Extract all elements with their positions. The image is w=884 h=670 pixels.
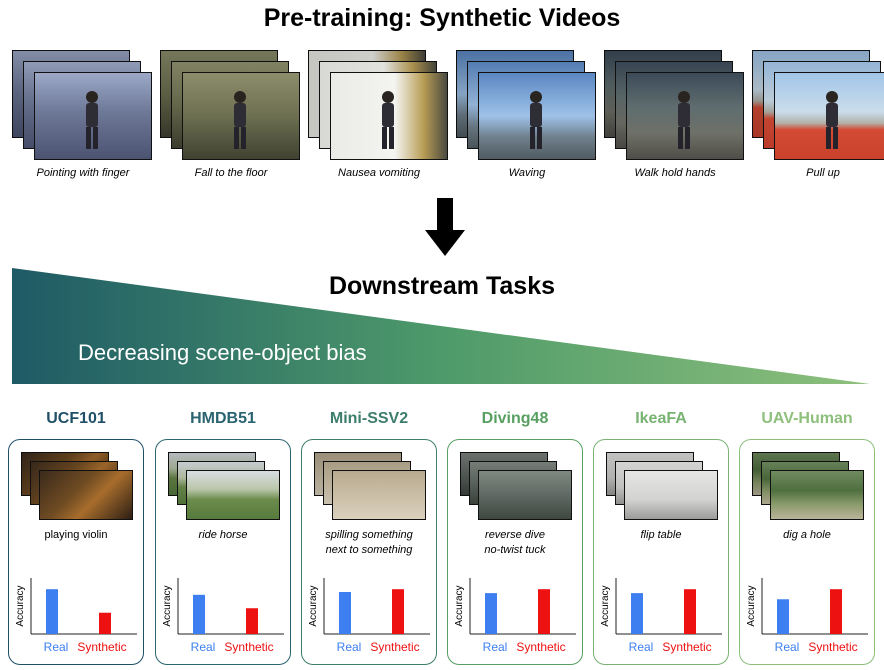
video-frame <box>626 72 744 160</box>
synthetic-video-caption: Walk hold hands <box>634 167 716 179</box>
video-frame <box>478 72 596 160</box>
dataset-title: UAV-Human <box>761 410 853 427</box>
synthetic-video-stack <box>604 50 744 160</box>
dataset-title: UCF101 <box>46 410 106 427</box>
dataset-title: HMDB51 <box>190 410 256 427</box>
x-tick-label: Real <box>483 640 508 654</box>
video-frame <box>624 470 718 520</box>
synthetic-video-stack <box>456 50 596 160</box>
x-tick-label: Real <box>44 640 69 654</box>
bar-synthetic <box>684 589 696 634</box>
person-figure <box>225 89 255 158</box>
x-tick-label: Real <box>775 640 800 654</box>
dataset-video-stack <box>21 452 133 520</box>
person-figure <box>77 89 107 158</box>
video-frame <box>34 72 152 160</box>
bar-real <box>193 594 205 634</box>
video-frame <box>186 470 280 520</box>
synthetic-video-caption: Pointing with finger <box>36 167 130 179</box>
x-tick-label: Synthetic <box>224 640 273 654</box>
x-tick-label: Synthetic <box>808 640 857 654</box>
synthetic-video-caption: Waving <box>508 167 546 179</box>
pretraining-title: Pre-training: Synthetic Videos <box>263 4 621 32</box>
x-tick-label: Synthetic <box>662 640 711 654</box>
x-tick-label: Synthetic <box>370 640 419 654</box>
dataset-video-stack <box>752 452 864 520</box>
x-tick-label: Real <box>191 640 216 654</box>
bar-synthetic <box>246 608 258 634</box>
bar-real <box>46 589 58 634</box>
y-axis-label: Accuracy <box>162 585 173 626</box>
y-axis-label: Accuracy <box>308 585 319 626</box>
y-axis-label: Accuracy <box>454 585 465 626</box>
bar-real <box>631 593 643 634</box>
dataset-action-caption: ride horse <box>198 529 248 541</box>
synthetic-video-caption: Pull up <box>806 167 840 179</box>
bar-synthetic <box>830 589 842 634</box>
y-axis-label: Accuracy <box>600 585 611 626</box>
dataset-video-stack <box>168 452 280 520</box>
bar-synthetic <box>392 589 404 634</box>
bar-synthetic <box>538 589 550 634</box>
dataset-title: Mini-SSV2 <box>329 410 409 427</box>
synthetic-video-caption: Nausea vomiting <box>338 167 420 179</box>
person-figure <box>817 89 847 158</box>
dataset-video-stack <box>460 452 572 520</box>
x-tick-label: Synthetic <box>77 640 126 654</box>
synthetic-video-stack <box>12 50 152 160</box>
synthetic-video-caption: Fall to the floor <box>194 167 268 179</box>
synthetic-video-stack <box>752 50 884 160</box>
dataset-action-caption: reverse dive no-twist tuck <box>484 529 546 556</box>
video-frame <box>330 72 448 160</box>
downstream-title: Downstream Tasks <box>328 272 555 300</box>
bar-real <box>777 599 789 634</box>
video-frame <box>39 470 133 520</box>
video-frame <box>332 470 426 520</box>
dataset-title: Diving48 <box>481 410 549 427</box>
dataset-action-caption: playing violin <box>44 529 108 541</box>
down-arrow-icon <box>425 198 465 258</box>
person-figure <box>373 89 403 158</box>
x-tick-label: Real <box>629 640 654 654</box>
dataset-video-stack <box>606 452 718 520</box>
synthetic-video-stack <box>308 50 448 160</box>
dataset-video-stack <box>314 452 426 520</box>
y-axis-label: Accuracy <box>15 585 26 626</box>
synthetic-video-stack <box>160 50 300 160</box>
person-figure <box>669 89 699 158</box>
x-tick-label: Synthetic <box>516 640 565 654</box>
y-axis-label: Accuracy <box>746 585 757 626</box>
video-frame <box>182 72 300 160</box>
x-tick-label: Real <box>337 640 362 654</box>
person-figure <box>521 89 551 158</box>
bar-synthetic <box>99 612 111 634</box>
video-frame <box>770 470 864 520</box>
dataset-action-caption: dig a hole <box>783 529 831 541</box>
bias-label: Decreasing scene-object bias <box>78 340 367 365</box>
bar-real <box>485 593 497 634</box>
bar-real <box>339 592 351 634</box>
dataset-action-caption: spilling something next to something <box>325 529 413 556</box>
video-frame <box>774 72 884 160</box>
dataset-action-caption: flip table <box>640 529 682 541</box>
video-frame <box>478 470 572 520</box>
dataset-title: IkeaFA <box>635 410 687 427</box>
bias-gradient-wedge <box>0 268 884 388</box>
